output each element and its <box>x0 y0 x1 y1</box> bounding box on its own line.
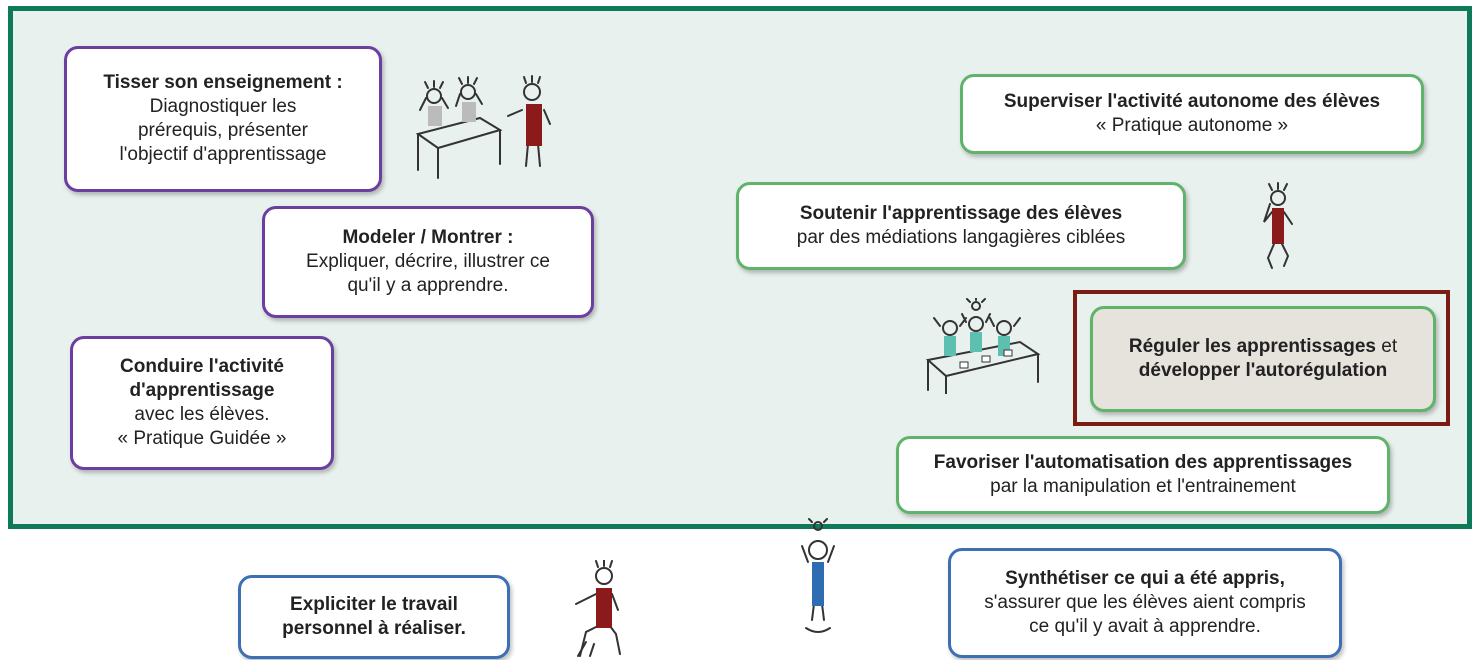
box-expliciter-title2: personnel à réaliser. <box>282 618 466 639</box>
box-expliciter-title1: Expliciter le travail <box>290 594 458 615</box>
students-group-table-illustration <box>920 298 1044 394</box>
box-superviser-title: Superviser l'activité autonome des élève… <box>1003 91 1381 112</box>
box-reguler-title: Réguler les apprentissages et <box>1129 335 1397 359</box>
box-reguler-title2: développer l'autorégulation <box>1138 360 1388 381</box>
box-synthetiser-title: Synthétiser ce qui a été appris, <box>1005 568 1285 589</box>
box-expliciter: Expliciter le travail personnel à réalis… <box>238 575 510 659</box>
teacher-with-students-illustration <box>410 74 560 184</box>
box-conduire-title1: Conduire l'activité <box>120 356 284 377</box>
jumping-student-idea-illustration <box>792 518 844 644</box>
box-conduire-title2: d'apprentissage <box>129 380 275 401</box>
box-modeler-title: Modeler / Montrer : <box>342 227 514 248</box>
box-modeler-line2: qu'il y a apprendre. <box>347 275 509 296</box>
box-synthetiser-line1: s'assurer que les élèves aient compris <box>984 592 1306 613</box>
box-favoriser-title: Favoriser l'automatisation des apprentis… <box>933 452 1353 473</box>
box-modeler: Modeler / Montrer : Expliquer, décrire, … <box>262 206 594 318</box>
box-superviser-line1: « Pratique autonome » <box>1095 115 1289 136</box>
box-conduire-line1: avec les élèves. <box>134 404 270 425</box>
box-conduire: Conduire l'activité d'apprentissage avec… <box>70 336 334 470</box>
box-reguler-title-rest: et <box>1375 336 1398 357</box>
seated-student-illustration <box>566 560 636 658</box>
box-soutenir: Soutenir l'apprentissage des élèves par … <box>736 182 1186 270</box>
box-tisser-line3: l'objectif d'apprentissage <box>119 144 327 165</box>
box-soutenir-title: Soutenir l'apprentissage des élèves <box>799 203 1123 224</box>
box-tisser: Tisser son enseignement : Diagnostiquer … <box>64 46 382 192</box>
box-tisser-line2: prérequis, présenter <box>137 120 309 141</box>
highlight-frame <box>1073 290 1450 426</box>
box-favoriser: Favoriser l'automatisation des apprentis… <box>896 436 1390 514</box>
box-conduire-line2: « Pratique Guidée » <box>117 428 287 449</box>
box-tisser-title: Tisser son enseignement : <box>103 72 343 93</box>
student-thinking-illustration <box>1254 182 1304 274</box>
box-superviser: Superviser l'activité autonome des élève… <box>960 74 1424 154</box>
box-reguler-title-bold: Réguler les apprentissages <box>1128 336 1376 357</box>
box-synthetiser: Synthétiser ce qui a été appris, s'assur… <box>948 548 1342 658</box>
box-favoriser-line1: par la manipulation et l'entrainement <box>990 476 1296 497</box>
box-synthetiser-line2: ce qu'il y avait à apprendre. <box>1029 616 1261 637</box>
box-reguler: Réguler les apprentissages et développer… <box>1090 306 1436 412</box>
box-tisser-line1: Diagnostiquer les <box>149 96 297 117</box>
box-modeler-line1: Expliquer, décrire, illustrer ce <box>306 251 550 272</box>
box-soutenir-line1: par des médiations langagières ciblées <box>796 227 1126 248</box>
